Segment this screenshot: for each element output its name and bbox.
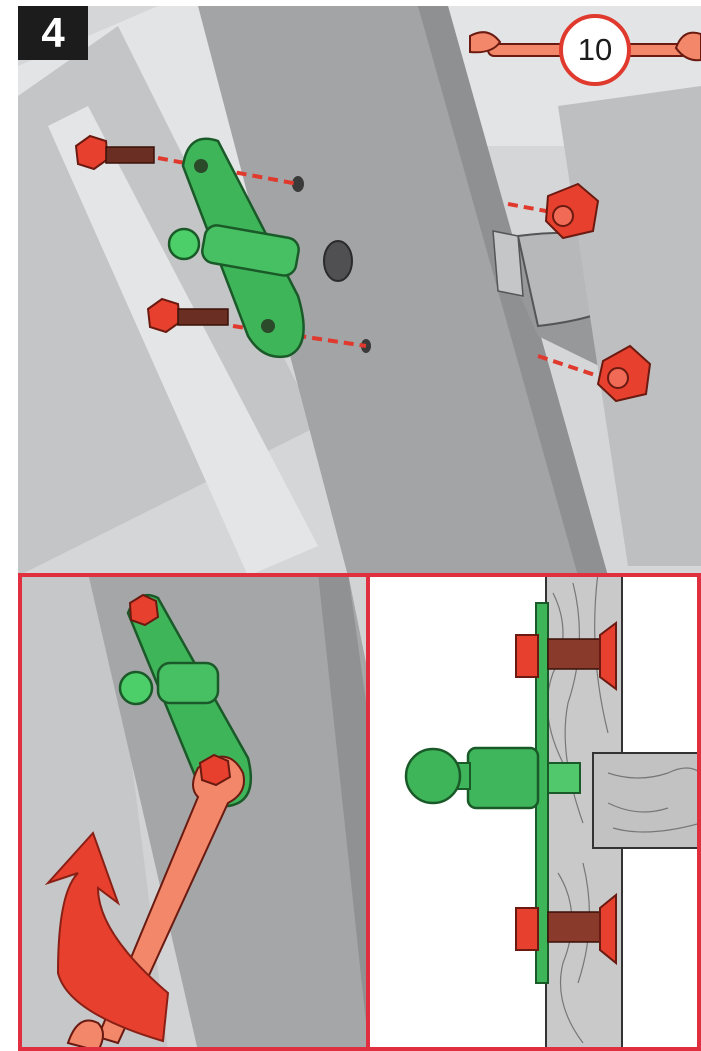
upright-post: [198, 6, 608, 576]
assembly-illustration: [18, 6, 701, 576]
tightening-detail-panel: [18, 573, 369, 1051]
ball-stud-body: [156, 661, 220, 705]
ball-stud-body: [201, 224, 300, 277]
post-hole-center: [323, 240, 353, 282]
bolt-lower: [146, 297, 229, 334]
ball-stud-head: [404, 747, 462, 805]
bolt-upper: [74, 134, 155, 171]
step-number-badge: 4: [18, 6, 88, 60]
wood-crossmember-section: [592, 752, 701, 849]
bolt-head-upper: [128, 593, 160, 627]
bolt-upper: [515, 621, 617, 691]
tee-nut-upper: [544, 182, 600, 240]
ball-stud-head: [118, 670, 154, 706]
post-hole-upper: [292, 176, 304, 192]
top-panel-assembly-view: [18, 6, 701, 576]
ball-stud-head: [167, 227, 201, 261]
bolt-lower: [515, 892, 617, 966]
wrench-icon: [469, 14, 701, 86]
tee-nut-lower: [596, 344, 652, 403]
tightening-illustration: [18, 573, 369, 1051]
ball-stud-body: [466, 746, 540, 810]
cross-section-illustration: [404, 573, 701, 1051]
rotation-arrow-icon: [44, 831, 170, 1043]
wrench-size-label: 10: [577, 32, 613, 67]
cross-section-panel: [368, 573, 701, 1051]
